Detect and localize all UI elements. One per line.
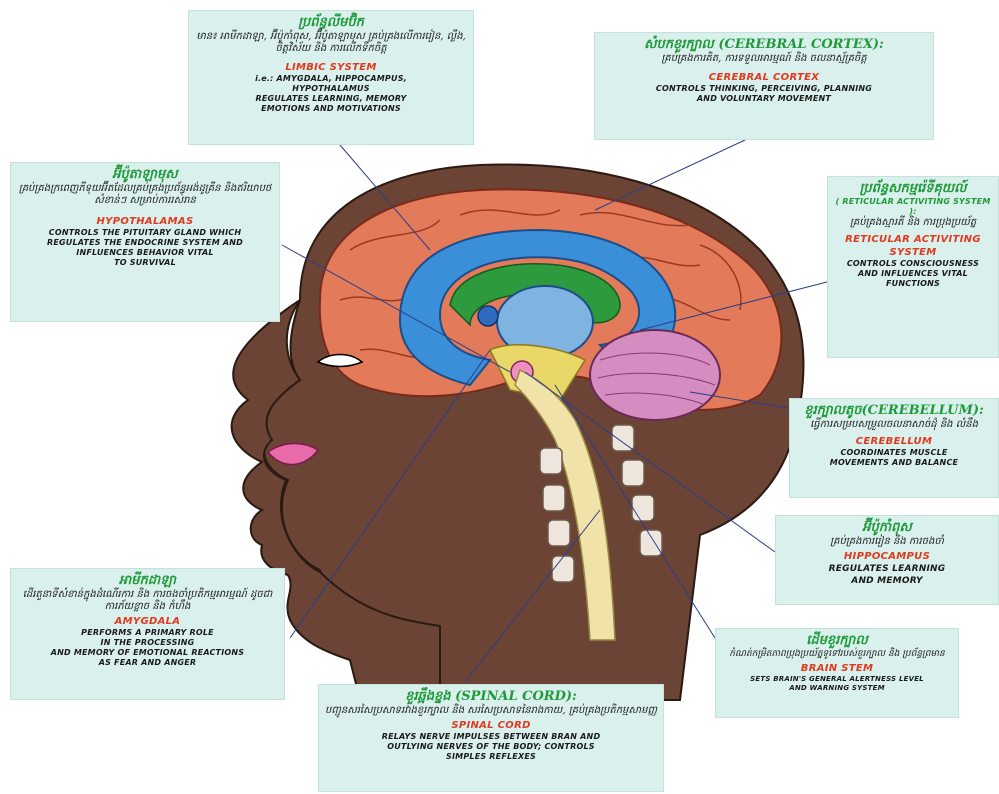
amygdala-km-title: អាមីកដាឡា <box>17 573 278 589</box>
hypothalamus-en-text: CONTROLS THE PITUITARY GLAND WHICH REGUL… <box>17 228 273 268</box>
brainstem-km-text: កំណត់កម្រិតភាពប្រុងប្រយ័ត្នទូទៅរបស់ខួរក្… <box>720 649 954 660</box>
cerebellum-km-title: ខួរក្បាលតូច(CEREBELLUM): <box>794 403 994 419</box>
cerebellum-en-text: COORDINATES MUSCLE MOVEMENTS AND BALANCE <box>794 448 994 468</box>
label-reticular-system: ប្រព័ន្ធសកម្មរ៉េទីគុយល៍ ( RETICULAR ACTI… <box>827 176 999 358</box>
hippocampus-km-text: គ្រប់គ្រងការរៀន និង ការចងចាំ <box>780 536 994 548</box>
reticular-en-title: RETICULAR ACTIVITING SYSTEM <box>832 233 994 259</box>
amygdala-en-text: PERFORMS A PRIMARY ROLE IN THE PROCESSIN… <box>17 628 278 668</box>
limbic-km-text: មាន៖ អាមីកដាឡា, អ៊ីប៉ូកាំពុស, អ៊ីប៉ូតាឡា… <box>195 31 467 55</box>
cortex-en-title: CEREBRAL CORTEX <box>601 71 927 84</box>
hypothalamus-km-title: អ៊ីប៉ូតាឡាមុស <box>17 167 273 183</box>
cortex-en-text: CONTROLS THINKING, PERCEIVING, PLANNING … <box>601 84 927 104</box>
limbic-en-title: LIMBIC SYSTEM <box>195 61 467 74</box>
amygdala-body <box>478 306 498 326</box>
label-limbic-system: ប្រព័ន្ធលីមប៊ិក មាន៖ អាមីកដាឡា, អ៊ីប៉ូកា… <box>188 10 474 145</box>
label-hippocampus: អ៊ីប៉ូកាំពុស គ្រប់គ្រងការរៀន និង ការចងចា… <box>775 515 999 605</box>
limbic-en-text: i.e.: AMYGDALA, HIPPOCAMPUS, HYPOTHALAMU… <box>195 74 467 114</box>
cortex-km-text: គ្រប់គ្រងការគិត, ការទទួលអារម្មណ៍ និង ចលន… <box>601 53 927 65</box>
label-cerebral-cortex: សំបកខួរក្បាល (CEREBRAL CORTEX): គ្រប់គ្រ… <box>594 32 934 140</box>
hypothalamus-en-title: HYPOTHALAMAS <box>17 215 273 228</box>
reticular-km-title: ប្រព័ន្ធសកម្មរ៉េទីគុយល៍ <box>832 181 994 197</box>
spinal-km-title: ខួរឆ្អឹងខ្នង (SPINAL CORD): <box>325 689 657 705</box>
hippocampus-en-title: HIPPOCAMPUS <box>780 550 994 563</box>
label-brain-stem: ដើមខួរក្បាល កំណត់កម្រិតភាពប្រុងប្រយ័ត្នទ… <box>715 628 959 718</box>
label-amygdala: អាមីកដាឡា ដើរតួនាទីសំខាន់ក្នុងដំណើរការ ន… <box>10 568 285 700</box>
brainstem-km-title: ដើមខួរក្បាល <box>720 633 954 649</box>
cerebellum-km-text: ធ្វើការសម្របសម្រួលចលនាសាច់ដុំ និង លំនឹង <box>794 419 994 431</box>
brainstem-en-text: SETS BRAIN'S GENERAL ALERTNESS LEVEL AND… <box>720 675 954 693</box>
spinal-en-title: SPINAL CORD <box>325 719 657 732</box>
cortex-km-title: សំបកខួរក្បាល (CEREBRAL CORTEX): <box>601 37 927 53</box>
spinal-en-text: RELAYS NERVE IMPULSES BETWEEN BRAN AND O… <box>325 732 657 762</box>
cerebellum <box>590 330 720 420</box>
label-hypothalamus: អ៊ីប៉ូតាឡាមុស គ្រប់គ្រងក្រពេញភីទុយអ៊ីតដែ… <box>10 162 280 322</box>
amygdala-km-text: ដើរតួនាទីសំខាន់ក្នុងដំណើរការ និង ការចងចា… <box>17 589 278 613</box>
label-cerebellum: ខួរក្បាលតូច(CEREBELLUM): ធ្វើការសម្របសម្… <box>789 398 999 498</box>
reticular-km-text: គ្រប់គ្រងស្មារតី និង ការប្រុងប្រយ័ត្ន <box>832 217 994 229</box>
reticular-km-title-en: ( RETICULAR ACTIVITING SYSTEM ): <box>832 197 994 217</box>
cerebellum-en-title: CEREBELLUM <box>794 435 994 448</box>
limbic-km-title: ប្រព័ន្ធលីមប៊ិក <box>195 15 467 31</box>
reticular-en-text: CONTROLS CONSCIOUSNESS AND INFLUENCES VI… <box>832 259 994 289</box>
label-spinal-cord: ខួរឆ្អឹងខ្នង (SPINAL CORD): បញ្ជូនសរសៃប្… <box>318 684 664 792</box>
hippocampus-en-text: REGULATES LEARNING AND MEMORY <box>780 563 994 587</box>
amygdala-en-title: AMYGDALA <box>17 615 278 628</box>
spinal-km-text: បញ្ជូនសរសៃប្រសាទរវាងខួរក្បាល និង សរសៃប្រ… <box>325 705 657 717</box>
hypothalamus-km-text: គ្រប់គ្រងក្រពេញភីទុយអ៊ីតដែលគ្រប់គ្រងប្រព… <box>17 183 273 207</box>
hippocampus-km-title: អ៊ីប៉ូកាំពុស <box>780 520 994 536</box>
brainstem-en-title: BRAIN STEM <box>720 662 954 675</box>
